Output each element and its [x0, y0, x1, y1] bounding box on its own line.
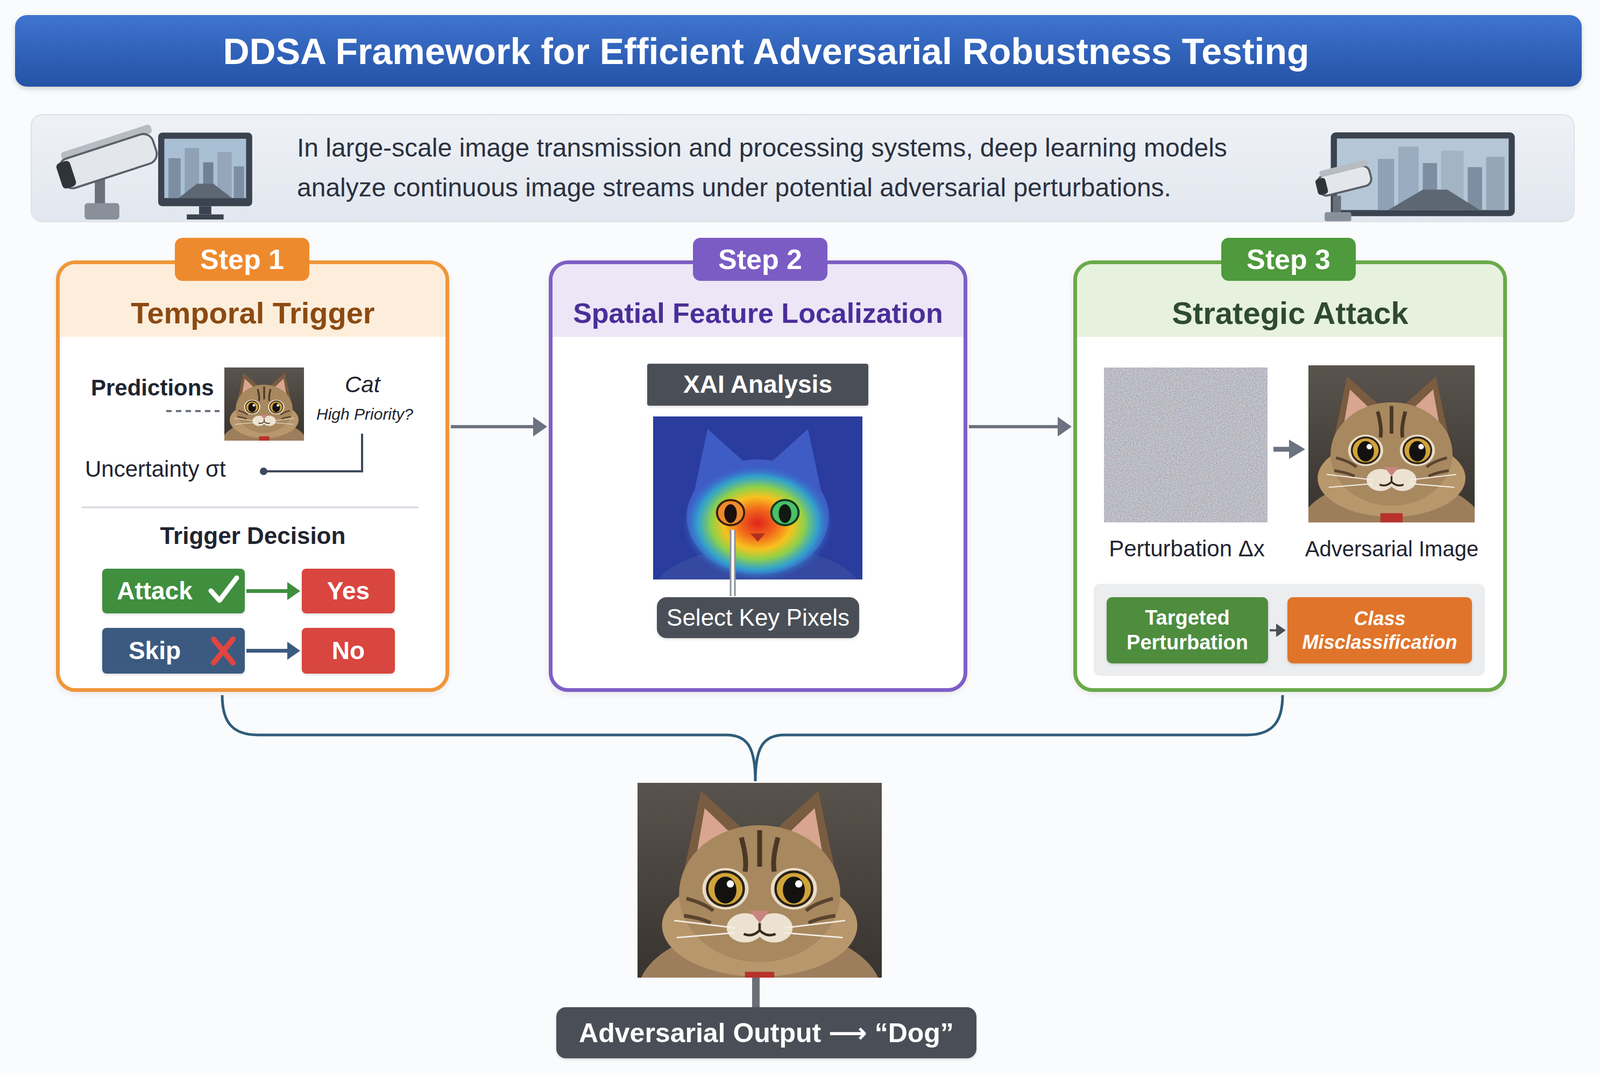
process-box: XAI Analysis	[647, 363, 869, 406]
label-text: Cat	[344, 371, 437, 399]
output-stub	[752, 977, 760, 1008]
box-label: XAI Analysis	[683, 369, 833, 400]
result-box: No	[301, 627, 395, 674]
title-text: DDSA Framework for Efficient Adversarial…	[222, 30, 1309, 73]
xai-heatmap	[653, 416, 863, 642]
step-tab: Step 3	[1221, 237, 1356, 281]
box-label: Targeted Perturbation	[1114, 605, 1261, 655]
box-label: Adversarial Output ⟶ “Dog”	[578, 1016, 954, 1050]
image-arrow	[1273, 447, 1292, 452]
perturbation-noise	[1103, 367, 1268, 523]
label-text: Trigger Decision	[102, 521, 404, 551]
label-text: Predictions	[90, 374, 226, 402]
merge-brace	[222, 695, 1283, 782]
decision-box: Attack	[102, 568, 245, 614]
arrow-line	[968, 425, 1059, 429]
label-text: High Priority?	[316, 404, 443, 424]
arrow-head	[1057, 416, 1072, 437]
leader-dot	[259, 467, 268, 476]
flow-arrow	[968, 416, 1072, 437]
pointer-line-outline	[730, 529, 736, 597]
step-heading: Spatial Feature Localization	[553, 296, 963, 330]
flow-arrow	[450, 416, 548, 437]
label-text: Adversarial Image	[1294, 535, 1489, 562]
label-text: Perturbation Δx	[1098, 535, 1276, 563]
box-label: Skip	[128, 635, 181, 666]
step-panel: Step 1Temporal TriggerPredictionsCatHigh…	[55, 260, 450, 692]
arrow-line	[246, 648, 289, 653]
arrow-line	[246, 589, 289, 593]
box-label: Class Misclassification	[1294, 606, 1465, 654]
process-box: Select Key Pixels	[656, 597, 860, 639]
result-box: Class Misclassification	[1287, 597, 1472, 664]
step-tab: Step 2	[692, 237, 828, 281]
context-text: In large-scale image transmission and pr…	[296, 128, 1309, 209]
arrow-line	[450, 425, 535, 429]
camera-monitor-icon	[1313, 132, 1515, 222]
step-tab: Step 1	[174, 237, 310, 281]
output-box: Adversarial Output ⟶ “Dog”	[556, 1007, 977, 1059]
pointer-line	[731, 529, 735, 597]
title-banner: DDSA Framework for Efficient Adversarial…	[15, 15, 1582, 87]
arrow-head	[533, 416, 548, 437]
box-label: Select Key Pixels	[666, 603, 850, 633]
box-label: No	[331, 635, 365, 666]
arrow-line	[1269, 629, 1278, 632]
box-label: Yes	[327, 576, 370, 606]
step-heading: Temporal Trigger	[64, 294, 442, 331]
divider-line	[81, 506, 419, 509]
result-box: Yes	[301, 568, 395, 614]
process-box: Targeted Perturbation	[1106, 597, 1269, 664]
box-label: Attack	[116, 576, 193, 606]
step-heading: Strategic Attack	[1080, 294, 1500, 332]
label-text: Uncertainty σt	[85, 455, 263, 483]
